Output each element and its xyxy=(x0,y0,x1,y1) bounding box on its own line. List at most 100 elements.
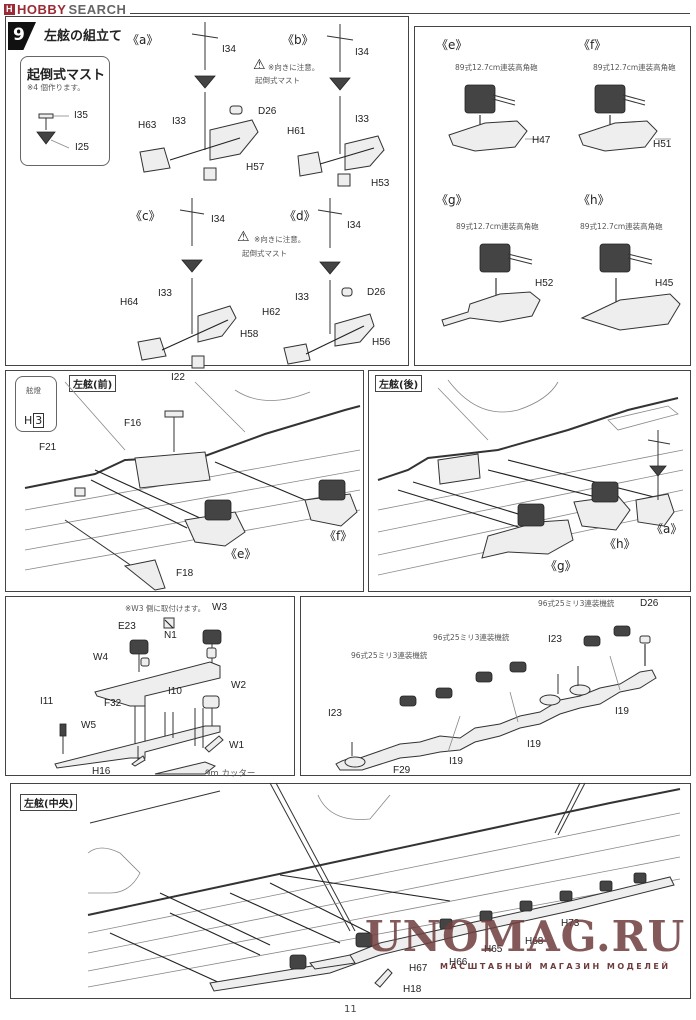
variant-label-f: 《f》 xyxy=(324,529,353,543)
part-label: I10 xyxy=(168,686,182,697)
part-label: H18 xyxy=(403,984,422,995)
part-label: E23 xyxy=(118,621,136,632)
gun-label: 89式12.7cm連装高角砲 xyxy=(580,222,663,231)
part-label: H16 xyxy=(92,766,111,777)
gun-mount-diagram-g xyxy=(441,243,541,327)
mast-callout-label: 起倒式マスト xyxy=(255,76,300,85)
variant-label-d: 《d》 xyxy=(284,209,316,223)
variant-label-b: 《b》 xyxy=(282,33,314,47)
mast-part-diagram xyxy=(36,113,70,149)
variant-label-h: 《h》 xyxy=(604,537,636,551)
variant-label-e: 《e》 xyxy=(436,38,468,52)
part-label: H66 xyxy=(449,957,468,968)
part-label: H62 xyxy=(262,307,281,318)
port-mid-title: 左舷(中央) xyxy=(20,794,78,811)
part-label: H68 xyxy=(525,936,544,947)
part-label: H64 xyxy=(120,297,139,308)
part-label: H47 xyxy=(532,135,551,146)
watermark-subtitle: МАСШТАБНЫЙ МАГАЗИН МОДЕЛЕЙ xyxy=(440,962,671,971)
part-label: W2 xyxy=(231,680,246,691)
part-label: I34 xyxy=(355,47,369,58)
mast-warning-note: ※向きに注意。 xyxy=(254,235,306,244)
part-label: H45 xyxy=(655,278,674,289)
part-label: H52 xyxy=(535,278,554,289)
logo-mark: H xyxy=(4,4,15,15)
part-label: D26 xyxy=(640,598,659,609)
watermark-logo: UNOMAG.RU xyxy=(365,912,686,961)
part-label: I34 xyxy=(347,220,361,231)
gun-label: 89式12.7cm連装高角砲 xyxy=(455,63,538,72)
mast-diagram-a xyxy=(139,22,259,181)
part-label: D26 xyxy=(258,106,277,117)
part-label: F18 xyxy=(176,568,194,579)
part-label: D26 xyxy=(367,287,386,298)
variant-label-f: 《f》 xyxy=(578,38,607,52)
part-label: I23 xyxy=(548,634,562,645)
part-label: I22 xyxy=(171,372,185,383)
variant-label-h: 《h》 xyxy=(578,193,610,207)
gun-label: 89式12.7cm連装高角砲 xyxy=(593,63,676,72)
lamp-info-box xyxy=(15,376,57,432)
lamp-part-prefix: H xyxy=(24,414,33,427)
gun-mount-diagram-f xyxy=(578,84,671,152)
mast-diagram-b xyxy=(297,24,385,187)
aa-gallery-diagram xyxy=(335,625,657,771)
lamp-part-number: 3 xyxy=(33,413,45,428)
part-label: N1 xyxy=(164,630,177,641)
logo-search: SEARCH xyxy=(68,2,127,17)
header-rule xyxy=(130,13,690,14)
part-label: F16 xyxy=(124,418,142,429)
port-aft-title: 左舷(後) xyxy=(375,375,423,392)
part-label: I35 xyxy=(74,110,88,121)
page-number: 11 xyxy=(344,1004,357,1015)
part-label: H67 xyxy=(409,963,428,974)
part-label: I23 xyxy=(328,708,342,719)
boat-crane-diagram xyxy=(54,617,224,775)
mast-diagram-c xyxy=(137,198,237,369)
mast-warning-note: ※向きに注意。 xyxy=(268,63,320,72)
gun-mount-diagram-h xyxy=(580,243,681,331)
boat-label: 9m カッター xyxy=(205,769,256,779)
port-fore-hull-diagram xyxy=(24,381,361,591)
part-label: I33 xyxy=(158,288,172,299)
mast-callout-label: 起倒式マスト xyxy=(242,249,287,258)
part-label: I34 xyxy=(222,44,236,55)
variant-label-g: 《g》 xyxy=(545,559,577,573)
part-label: I33 xyxy=(172,116,186,127)
part-label: I33 xyxy=(295,292,309,303)
mast-info-box xyxy=(20,56,110,166)
part-label: H65 xyxy=(484,944,503,955)
part-label: I11 xyxy=(40,696,54,707)
logo-brand: HOBBY xyxy=(17,2,67,17)
aa-gun-label: 96式25ミリ3連装機銃 xyxy=(538,599,615,608)
port-aft-hull-diagram xyxy=(377,379,684,576)
aa-gun-label: 96式25ミリ3連装機銃 xyxy=(433,633,510,642)
part-label: H51 xyxy=(653,139,672,150)
part-label: H56 xyxy=(372,337,391,348)
boat-crane-note: ※W3 側に取付けます。 xyxy=(125,604,206,613)
part-label: I25 xyxy=(75,142,89,153)
gun-label: 89式12.7cm連装高角砲 xyxy=(456,222,539,231)
lamp-label: 舷燈 xyxy=(26,386,41,395)
aa-gun-label: 96式25ミリ3連装機銃 xyxy=(351,651,428,660)
variant-label-e: 《e》 xyxy=(225,547,257,561)
port-fore-title: 左舷(前) xyxy=(69,375,117,392)
part-label: H58 xyxy=(240,329,259,340)
part-label: F32 xyxy=(104,698,122,709)
part-label: H73 xyxy=(561,918,580,929)
mast-box-title: 起倒式マスト xyxy=(27,68,106,83)
part-label: H57 xyxy=(246,162,265,173)
part-label: F21 xyxy=(39,442,57,453)
warning-icon: ⚠ xyxy=(237,229,250,245)
mast-box-note: ※4 個作ります。 xyxy=(27,83,85,92)
part-label: I19 xyxy=(449,756,463,767)
part-label: I19 xyxy=(527,739,541,750)
part-label: I33 xyxy=(355,114,369,125)
warning-icon: ⚠ xyxy=(253,57,266,73)
part-label: W1 xyxy=(229,740,244,751)
step-title: 左舷の組立て xyxy=(44,29,123,44)
part-label: I19 xyxy=(615,706,629,717)
variant-label-a: 《a》 xyxy=(127,33,159,47)
part-label: H63 xyxy=(138,120,157,131)
